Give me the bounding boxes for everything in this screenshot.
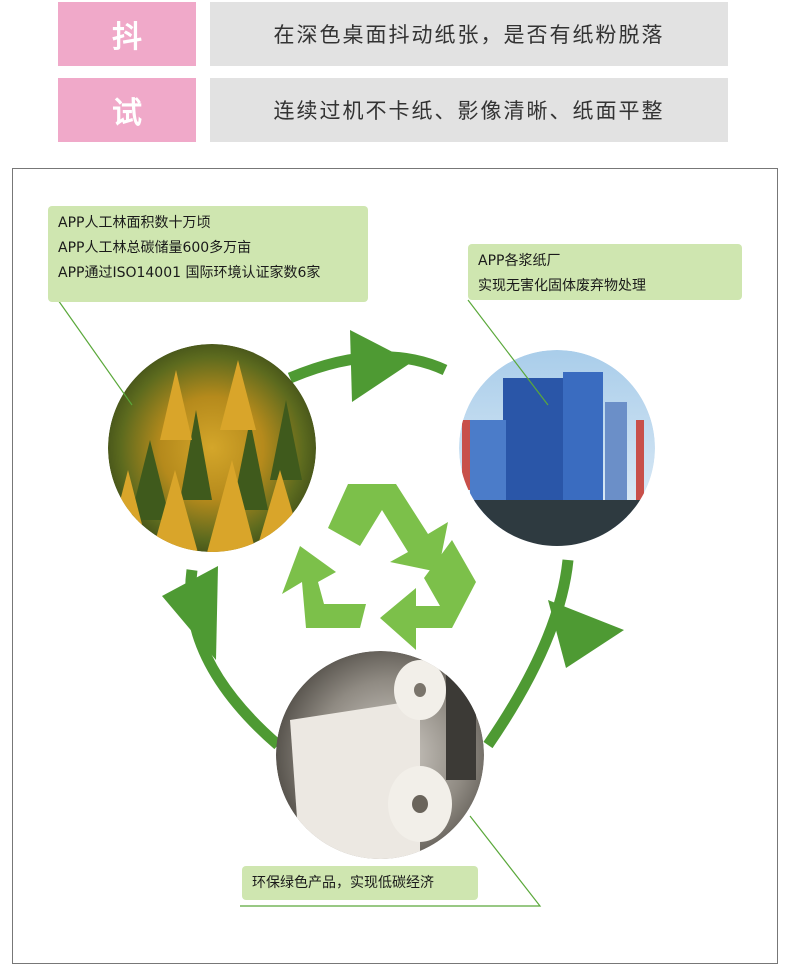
callout-line: 实现无害化固体废弃物处理 (478, 278, 646, 294)
callout-line: 环保绿色产品，实现低碳经济 (252, 875, 434, 891)
recycle-icon (282, 484, 476, 650)
row-tag: 试 (58, 78, 196, 142)
test-row-run: 试 连续过机不卡纸、影像清晰、纸面平整 (58, 78, 728, 142)
callout-line: APP人工林面积数十万顷 (58, 215, 211, 231)
callout-factory: APP各浆纸厂 实现无害化固体废弃物处理 (468, 244, 742, 300)
row-description: 连续过机不卡纸、影像清晰、纸面平整 (210, 78, 728, 142)
callout-product: 环保绿色产品，实现低碳经济 (242, 866, 478, 900)
factory-photo (459, 350, 655, 546)
row-description: 在深色桌面抖动纸张，是否有纸粉脱落 (210, 2, 728, 66)
callout-forest: APP人工林面积数十万顷 APP人工林总碳储量600多万亩 APP通过ISO14… (48, 206, 368, 302)
callout-line: APP人工林总碳储量600多万亩 (58, 240, 252, 256)
arrowheads (162, 330, 624, 668)
paper-roll-photo (276, 651, 484, 859)
callout-line: APP各浆纸厂 (478, 253, 561, 269)
callout-leader-lines (57, 299, 549, 907)
row-tag: 抖 (58, 2, 196, 66)
forest-photo (108, 344, 316, 552)
test-row-shake: 抖 在深色桌面抖动纸张，是否有纸粉脱落 (58, 2, 728, 66)
callout-line: APP通过ISO14001 国际环境认证家数6家 (58, 265, 321, 281)
